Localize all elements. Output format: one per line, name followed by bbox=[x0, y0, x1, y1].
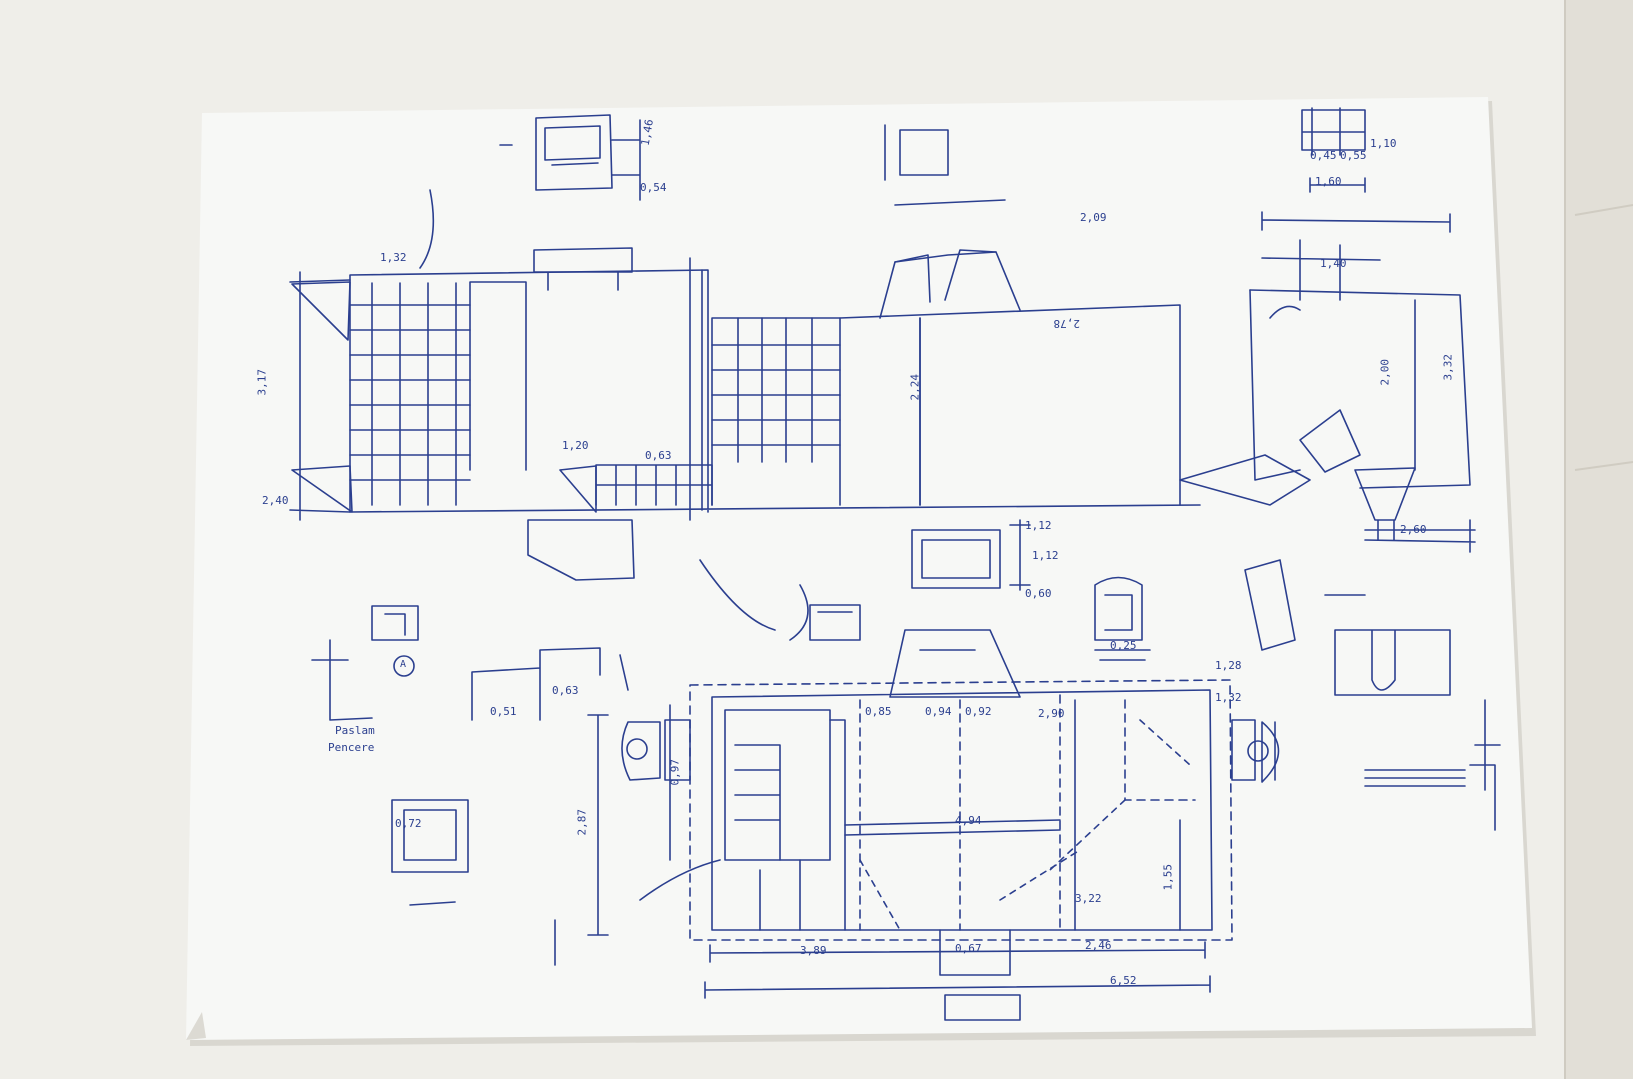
dim-label: 0,94 bbox=[925, 705, 952, 718]
dim-label: 1,32 bbox=[1215, 691, 1242, 704]
dim-label: 0,25 bbox=[1110, 639, 1137, 652]
dim-label: 1,12 bbox=[1025, 519, 1052, 532]
dim-label: 2,24 bbox=[908, 374, 922, 401]
dim-label: 0,97 bbox=[668, 759, 682, 786]
dim-label: 2,87 bbox=[575, 809, 589, 836]
dim-label: 2,46 bbox=[1085, 939, 1112, 952]
dim-label: 1,28 bbox=[1215, 659, 1242, 672]
paper-fold bbox=[186, 1012, 206, 1040]
paper-sheet bbox=[186, 97, 1532, 1040]
dim-label: 2,78 bbox=[1053, 317, 1081, 330]
dim-label: 3,89 bbox=[800, 944, 827, 957]
dim-label: 3,22 bbox=[1075, 892, 1102, 905]
dim-label: 0,67 bbox=[955, 942, 982, 955]
dim-label: 2,60 bbox=[1400, 523, 1427, 536]
wall-edge bbox=[1565, 0, 1633, 1079]
dim-label: 0,92 bbox=[965, 705, 992, 718]
dim-label: 1,10 bbox=[1370, 137, 1397, 150]
dim-label: 0,85 bbox=[865, 705, 892, 718]
dim-label: 1,40 bbox=[1320, 257, 1347, 270]
dim-label: 3,17 bbox=[255, 369, 269, 396]
handwritten-note: Paslam bbox=[335, 724, 375, 737]
dim-label: 0,60 bbox=[1025, 587, 1052, 600]
dim-label: 2,09 bbox=[1080, 211, 1107, 224]
dim-label: 2,00 bbox=[1378, 359, 1392, 386]
dim-label: 1,32 bbox=[380, 251, 407, 264]
dim-label: 1,55 bbox=[1161, 864, 1175, 891]
handwritten-note: Pencere bbox=[328, 741, 375, 754]
dim-label: 0,55 bbox=[1340, 149, 1367, 162]
floor-plan-drawing bbox=[289, 107, 1501, 1021]
dim-label: 2,90 bbox=[1038, 707, 1065, 720]
dim-label: 1,12 bbox=[1032, 549, 1059, 562]
dim-label: 0,63 bbox=[552, 684, 579, 697]
dim-label: 0,63 bbox=[645, 449, 672, 462]
dim-label: 0,45 bbox=[1310, 149, 1337, 162]
dim-label: 1,60 bbox=[1315, 175, 1342, 188]
dim-label: 6,52 bbox=[1110, 974, 1137, 987]
detail-marker: A bbox=[400, 659, 407, 670]
dim-label: 2,40 bbox=[262, 494, 289, 507]
dim-label: 0,51 bbox=[490, 705, 517, 718]
dim-label: 0,54 bbox=[640, 181, 667, 194]
dim-label: 0,72 bbox=[395, 817, 422, 830]
dim-label: 1,20 bbox=[562, 439, 589, 452]
dim-label: 3,32 bbox=[1441, 354, 1455, 381]
dim-label: 4,94 bbox=[955, 814, 982, 827]
